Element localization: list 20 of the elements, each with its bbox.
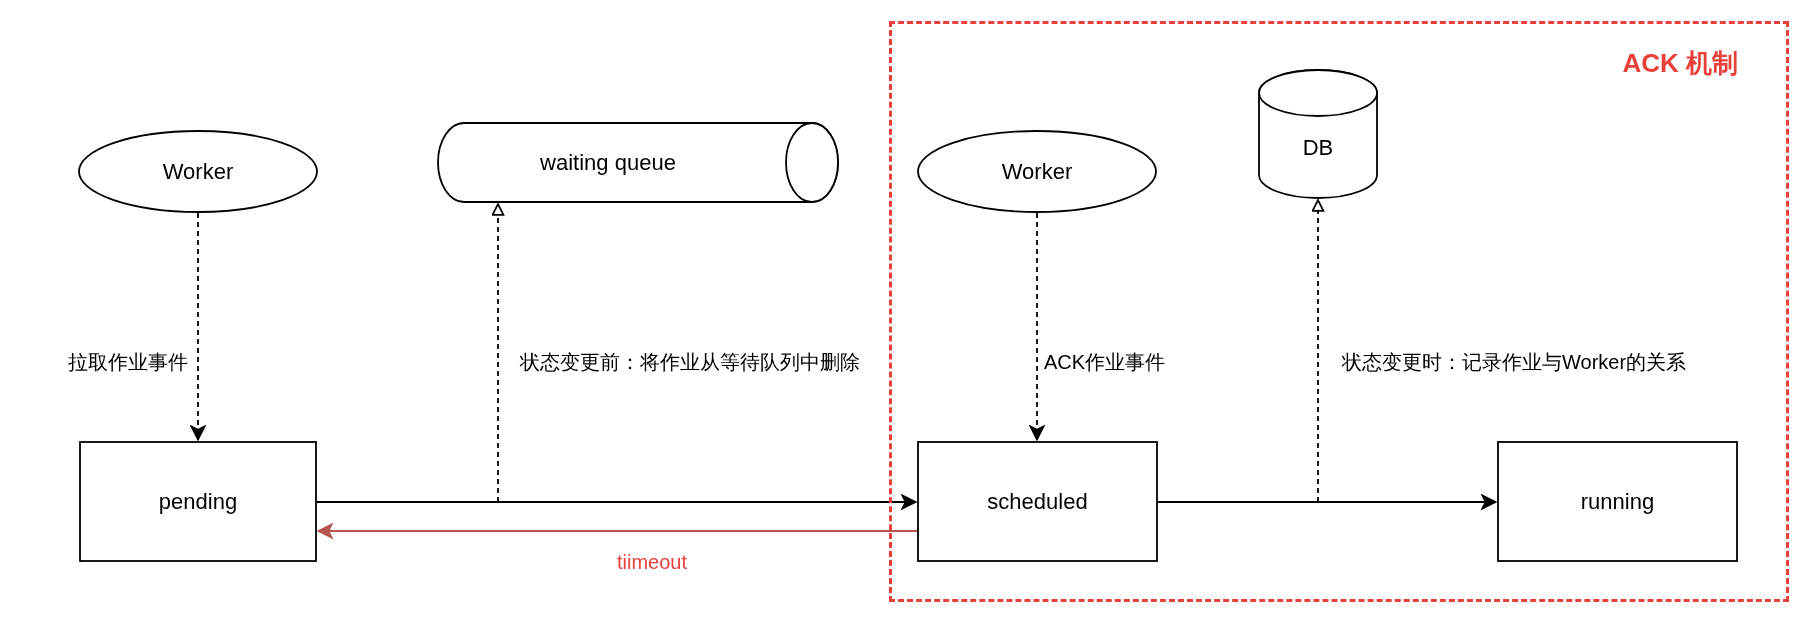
state-box: scheduled xyxy=(917,441,1158,562)
arrow xyxy=(1157,493,1498,511)
arrow xyxy=(1028,212,1046,442)
state-box: running xyxy=(1497,441,1738,562)
edge-label: 拉取作业事件 xyxy=(66,350,190,374)
edge-label: 状态变更时：记录作业与Worker的关系 xyxy=(1340,350,1689,374)
edge-label: ACK作业事件 xyxy=(1042,350,1168,374)
ellipse-node: Worker xyxy=(917,130,1157,213)
group-title: ACK 机制 xyxy=(1622,47,1738,80)
arrow xyxy=(1311,199,1325,503)
edge-label: 状态变更前：将作业从等待队列中删除 xyxy=(518,350,862,374)
ellipse-node: Worker xyxy=(78,130,318,213)
dashed-group-box xyxy=(889,21,1789,602)
arrow xyxy=(491,203,505,503)
arrow xyxy=(316,493,918,511)
arrow xyxy=(316,522,918,540)
arrow xyxy=(189,212,207,442)
queue-cylinder: waiting queue xyxy=(438,122,838,203)
database-cylinder: DB xyxy=(1258,69,1378,199)
state-box: pending xyxy=(79,441,317,562)
